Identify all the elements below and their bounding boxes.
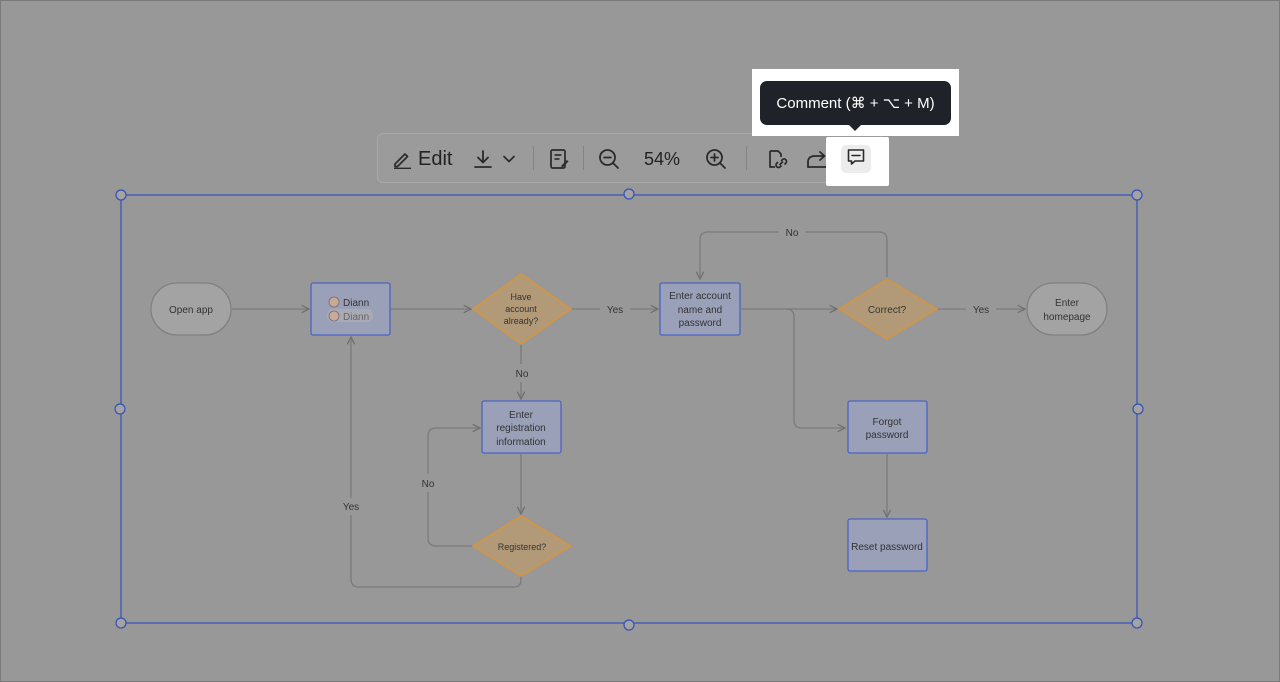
diagram-toolbar: Edit 54%	[377, 133, 882, 183]
resize-handle-bottom-left[interactable]	[115, 617, 127, 629]
resize-handle-top-left[interactable]	[115, 189, 127, 201]
chevron-down-icon	[501, 151, 517, 167]
edge-label-yes: Yes	[607, 305, 623, 316]
svg-text:Diann: Diann	[343, 312, 369, 323]
zoom-out-icon	[598, 148, 620, 170]
avatar	[328, 296, 340, 308]
resize-handle-bottom[interactable]	[623, 619, 635, 631]
svg-text:information: information	[496, 437, 545, 448]
zoom-in-button[interactable]	[704, 147, 728, 171]
notes-button[interactable]	[547, 147, 571, 171]
svg-text:password: password	[866, 430, 909, 441]
avatar	[328, 310, 340, 322]
edge-label-yes: Yes	[343, 502, 359, 513]
share-button[interactable]	[805, 147, 829, 171]
toolbar-divider	[533, 146, 534, 170]
toolbar-divider	[746, 146, 747, 170]
node-have-account[interactable]: Have account already?	[471, 273, 573, 345]
edge-label-no: No	[516, 369, 529, 380]
zoom-level[interactable]: 54%	[635, 147, 689, 171]
edit-icon	[392, 149, 412, 169]
toolbar-divider	[583, 146, 584, 170]
svg-text:Enter: Enter	[509, 410, 534, 421]
edge-label-no: No	[422, 479, 435, 490]
svg-text:Enter account: Enter account	[669, 291, 731, 302]
svg-text:name and: name and	[678, 305, 722, 316]
zoom-out-button[interactable]	[597, 147, 621, 171]
tooltip-text: Comment (⌘ + ⌥ + M)	[776, 95, 935, 112]
node-enter-homepage[interactable]: Enter homepage	[1026, 282, 1108, 336]
download-options-button[interactable]	[499, 149, 519, 169]
svg-text:already?: already?	[504, 316, 539, 326]
node-correct[interactable]: Correct?	[837, 278, 939, 340]
svg-text:homepage: homepage	[1043, 312, 1091, 323]
share-icon	[806, 148, 828, 170]
svg-text:Registered?: Registered?	[498, 542, 547, 552]
edit-label: Edit	[418, 147, 453, 170]
svg-text:password: password	[679, 318, 722, 329]
node-forgot-password[interactable]: Forgot password	[847, 400, 928, 454]
svg-text:Diann: Diann	[343, 298, 369, 309]
connectors	[232, 231, 1025, 588]
svg-text:Reset password: Reset password	[851, 542, 923, 553]
svg-text:Enter: Enter	[1055, 298, 1080, 309]
download-icon	[473, 149, 493, 169]
comment-tooltip: Comment (⌘ + ⌥ + M)	[760, 81, 951, 125]
download-button[interactable]	[471, 147, 495, 171]
selection-handles[interactable]	[114, 188, 1144, 631]
tooltip-arrow	[848, 124, 862, 131]
svg-text:Have: Have	[510, 292, 531, 302]
comment-button[interactable]	[841, 145, 871, 173]
edge-label-no: No	[786, 228, 799, 239]
node-enter-registration[interactable]: Enter registration information	[481, 400, 562, 454]
resize-handle-bottom-right[interactable]	[1131, 617, 1143, 629]
link-icon	[766, 148, 788, 170]
notes-icon	[549, 148, 569, 170]
resize-handle-left[interactable]	[114, 403, 126, 415]
zoom-value: 54%	[643, 148, 681, 169]
selection-box	[120, 194, 1138, 624]
copy-link-button[interactable]	[765, 147, 789, 171]
svg-text:Open app: Open app	[169, 305, 213, 316]
resize-handle-top-right[interactable]	[1131, 189, 1143, 201]
svg-text:account: account	[505, 304, 537, 314]
node-reset-password[interactable]: Reset password	[847, 518, 928, 572]
comment-icon	[846, 147, 866, 172]
svg-text:registration: registration	[496, 423, 545, 434]
resize-handle-top[interactable]	[623, 188, 635, 200]
svg-text:Correct?: Correct?	[868, 305, 907, 316]
node-enter-account[interactable]: Enter account name and password	[659, 282, 741, 336]
node-open-app[interactable]: Open app	[150, 282, 232, 336]
node-collaborators[interactable]: Diann Diann	[310, 282, 391, 336]
edge-label-yes: Yes	[973, 305, 989, 316]
edit-button[interactable]: Edit	[392, 146, 452, 172]
node-registered[interactable]: Registered?	[471, 515, 573, 577]
svg-text:Forgot: Forgot	[873, 417, 902, 428]
resize-handle-right[interactable]	[1132, 403, 1144, 415]
zoom-in-icon	[705, 148, 727, 170]
